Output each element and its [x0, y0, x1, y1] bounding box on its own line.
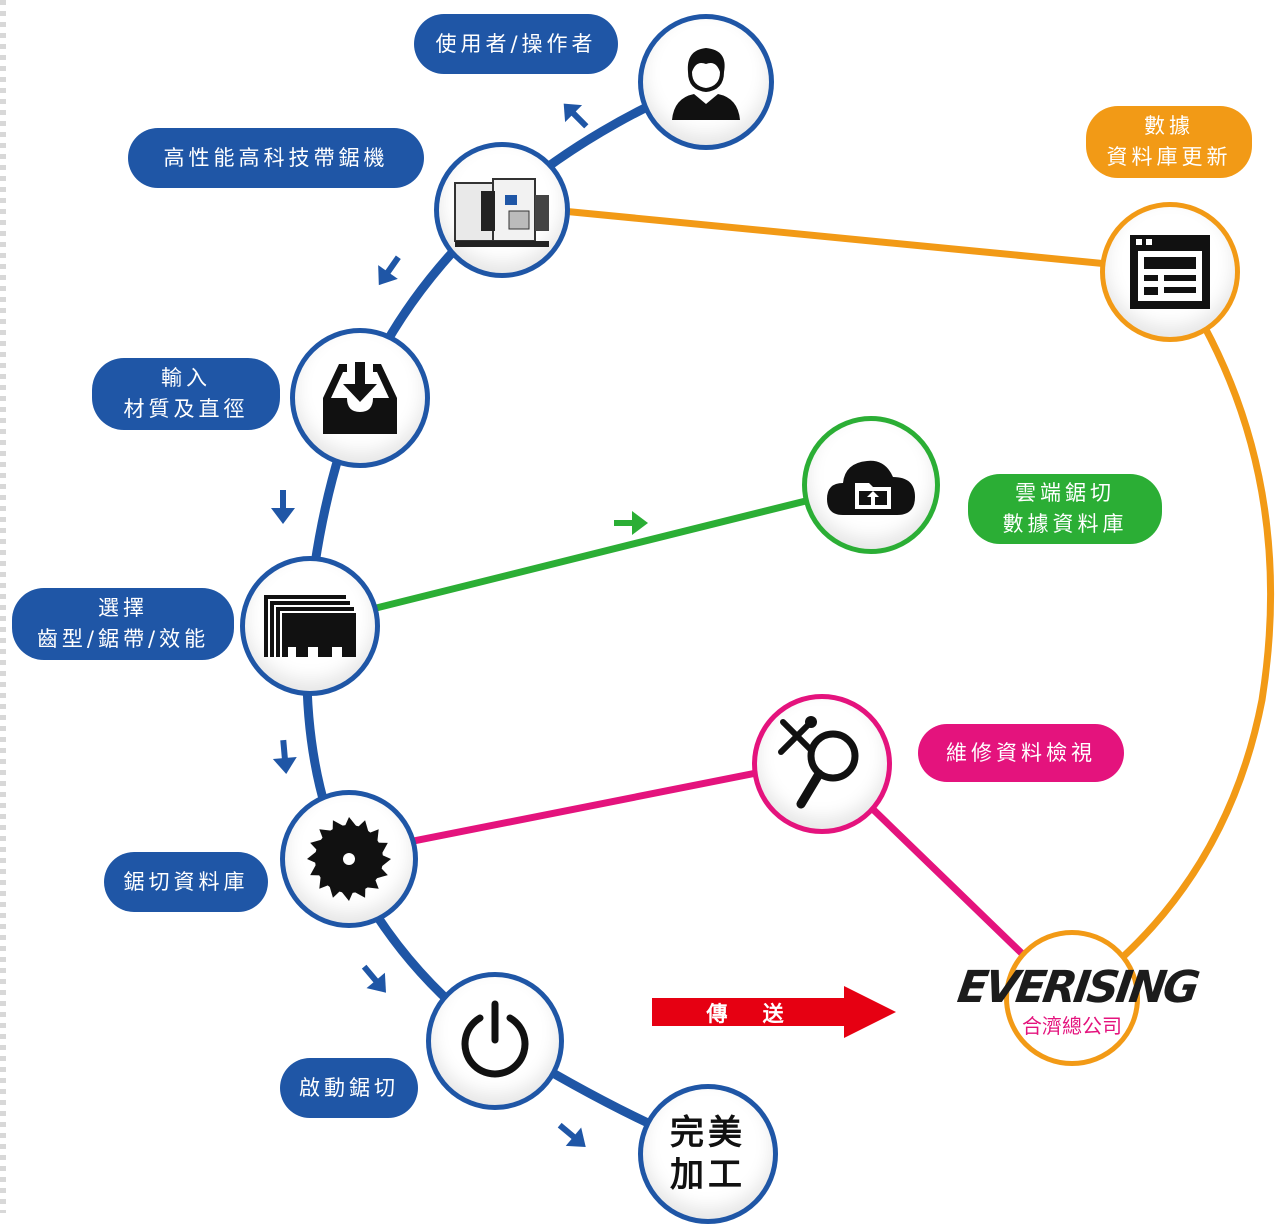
label-maintenance: 維修資料檢視: [918, 724, 1124, 782]
label-text: 高性能高科技帶鋸機: [163, 145, 389, 170]
node-maintenance: [752, 694, 892, 834]
flow-arrows: [271, 103, 589, 1147]
send-label: 傳 送: [706, 1002, 798, 1026]
label-text: 選擇: [98, 596, 148, 620]
label-text: 使用者/操作者: [435, 31, 597, 56]
brand-subtitle: 合濟總公司: [1022, 1014, 1122, 1038]
label-text: 材質及直徑: [123, 397, 249, 421]
arrow-icon: [272, 739, 297, 774]
label-saw-database: 鋸切資料庫: [104, 852, 268, 912]
finish-text-line1: 完美: [670, 1113, 746, 1153]
page-edge-decoration: [0, 0, 6, 1213]
brand-logo: EVERISING: [954, 962, 1201, 1013]
node-operator: [638, 14, 774, 150]
finish-text-line2: 加工: [670, 1155, 746, 1195]
label-text: 齒型/鋸帶/效能: [36, 627, 210, 651]
power-icon: [461, 1000, 529, 1078]
finish-text: 完美 加工: [670, 1112, 746, 1196]
arrow-icon: [271, 490, 295, 524]
orange-link-db-brand: [1067, 268, 1275, 1003]
node-start-cutting: [426, 972, 564, 1110]
label-text: 鋸切資料庫: [123, 869, 249, 894]
node-database-update: [1100, 202, 1240, 342]
tools-magnifier-icon: [778, 716, 859, 809]
browser-window-icon: [1130, 235, 1210, 309]
label-machine: 高性能高科技帶鋸機: [128, 128, 424, 188]
orange-link-machine-db: [499, 201, 1171, 274]
green-link-select-cloud: [307, 481, 871, 629]
node-select: [240, 556, 380, 696]
label-start-cutting: 啟動鋸切: [280, 1058, 418, 1118]
arrow-icon: [563, 103, 589, 129]
node-headquarters: [1004, 930, 1140, 1066]
label-cloud-database: 雲端鋸切 數據資料庫: [968, 474, 1162, 544]
arrow-icon: [614, 511, 648, 535]
label-text: 雲端鋸切: [1015, 481, 1115, 505]
arrow-icon: [378, 255, 401, 286]
saw-blade-layers-icon: [264, 595, 356, 657]
label-text: 輸入: [161, 366, 211, 390]
label-text: 維修資料檢視: [946, 740, 1096, 765]
pink-link-saw-maintenance: [342, 756, 823, 859]
node-finish: 完美 加工: [638, 1084, 778, 1224]
label-database-update: 數據 資料庫更新: [1086, 106, 1252, 178]
label-select: 選擇 齒型/鋸帶/效能: [12, 588, 234, 660]
label-text: 資料庫更新: [1106, 145, 1232, 169]
label-text: 數據: [1144, 114, 1194, 138]
label-text: 數據資料庫: [1002, 512, 1128, 536]
node-saw-database: [280, 790, 418, 928]
send-arrow-icon: [652, 986, 896, 1038]
arrow-icon: [361, 964, 386, 993]
node-machine: [434, 142, 570, 278]
arrow-icon: [557, 1122, 586, 1147]
label-input: 輸入 材質及直徑: [92, 358, 280, 430]
label-text: 啟動鋸切: [299, 1075, 399, 1100]
cloud-folder-upload-icon: [827, 460, 915, 515]
node-input: [290, 328, 430, 468]
band-saw-machine-icon: [454, 178, 549, 247]
download-tray-icon: [323, 362, 397, 434]
circular-saw-icon: [307, 817, 391, 901]
user-icon: [672, 48, 740, 120]
node-cloud-database: [802, 416, 940, 554]
label-operator: 使用者/操作者: [414, 14, 618, 74]
